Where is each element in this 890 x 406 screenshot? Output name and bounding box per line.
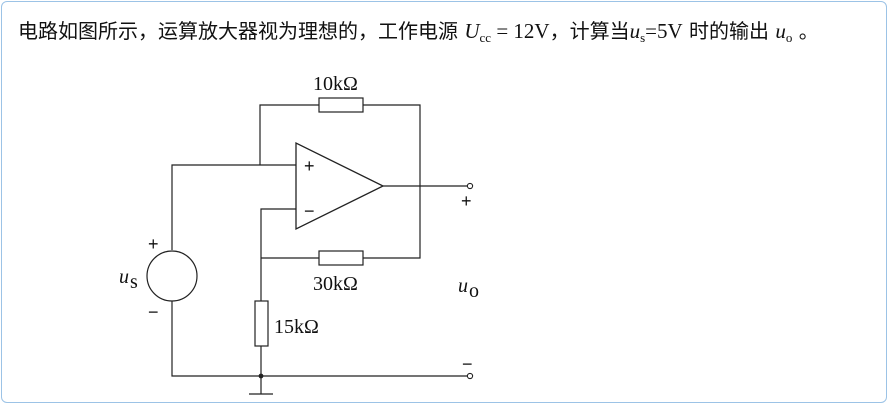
output-label: u bbox=[458, 275, 468, 297]
voltage-source bbox=[146, 250, 198, 302]
source-label: u bbox=[119, 266, 129, 288]
us-symbol: us=5V bbox=[629, 19, 683, 45]
output-terminal-minus bbox=[466, 372, 474, 380]
output-terminal-plus bbox=[466, 182, 474, 190]
resistor-15k bbox=[254, 300, 269, 347]
input-wire-minus bbox=[260, 208, 296, 301]
feedback-wire-bottom bbox=[261, 185, 421, 259]
opamp-minus-sign: − bbox=[304, 201, 315, 221]
ucc-symbol: Ucc = 12V bbox=[464, 19, 550, 45]
output-plus-sign: + bbox=[461, 191, 472, 211]
question-text-part-4: 。 bbox=[792, 19, 819, 43]
source-return-wire bbox=[171, 301, 468, 377]
label-30k: 30kΩ bbox=[313, 273, 358, 295]
ground-symbol bbox=[249, 376, 273, 395]
source-label-sub: s bbox=[130, 271, 138, 293]
resistor-10k bbox=[318, 97, 364, 113]
label-15k: 15kΩ bbox=[274, 316, 319, 338]
label-10k: 10kΩ bbox=[313, 73, 358, 95]
source-plus-sign: + bbox=[148, 234, 159, 254]
question-text-part-1: 电路如图所示，运算放大器视为理想的，工作电源 bbox=[18, 19, 465, 43]
output-minus-sign: − bbox=[462, 354, 473, 374]
uo-symbol: uo bbox=[775, 19, 793, 45]
question-text: 电路如图所示，运算放大器视为理想的，工作电源 Ucc = 12V，计算当us=5… bbox=[18, 16, 878, 53]
question-text-part-3: 时的输出 bbox=[682, 19, 776, 43]
output-label-sub: o bbox=[469, 280, 479, 302]
feedback-wire-top bbox=[259, 104, 421, 185]
opamp-plus-sign: + bbox=[304, 156, 315, 176]
question-text-part-2: ，计算当 bbox=[549, 19, 630, 43]
resistor-30k bbox=[318, 250, 364, 266]
opamp-symbol bbox=[295, 141, 385, 231]
input-wire-plus bbox=[171, 164, 296, 250]
source-minus-sign: − bbox=[148, 302, 159, 322]
